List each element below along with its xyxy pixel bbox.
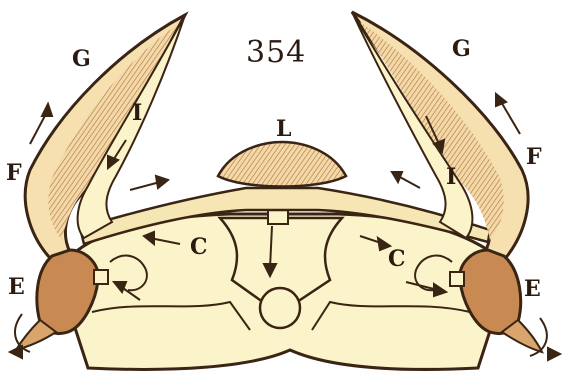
label-I-left: I	[132, 102, 142, 124]
label-E-left: E	[8, 276, 25, 298]
arrow-top-right	[398, 176, 420, 188]
arrowhead-left-horn-up	[42, 104, 52, 116]
left-valve	[94, 270, 108, 284]
label-G-right: G	[452, 38, 471, 60]
label-L: L	[276, 118, 291, 140]
label-C-left: C	[190, 236, 208, 258]
label-C-right: C	[388, 248, 406, 270]
lens-L	[218, 142, 346, 187]
arrowhead-top-right	[392, 172, 402, 182]
arrow-right-horn-up	[500, 100, 520, 134]
arrowhead-left-bottom	[10, 346, 22, 358]
label-F-left: F	[6, 162, 22, 184]
arrowhead-top-left	[156, 176, 168, 188]
label-I-right: I	[446, 166, 456, 188]
arrowhead-right-horn-up	[496, 94, 506, 106]
label-E-right: E	[524, 278, 541, 300]
label-F-right: F	[526, 146, 542, 168]
right-valve	[450, 272, 464, 286]
label-G-left: G	[72, 48, 91, 70]
central-bulb	[260, 288, 300, 328]
central-plug	[268, 210, 288, 224]
figure-number: 354	[246, 38, 306, 68]
arrow-top-left	[130, 182, 160, 190]
arrowhead-right-bottom	[548, 348, 560, 360]
